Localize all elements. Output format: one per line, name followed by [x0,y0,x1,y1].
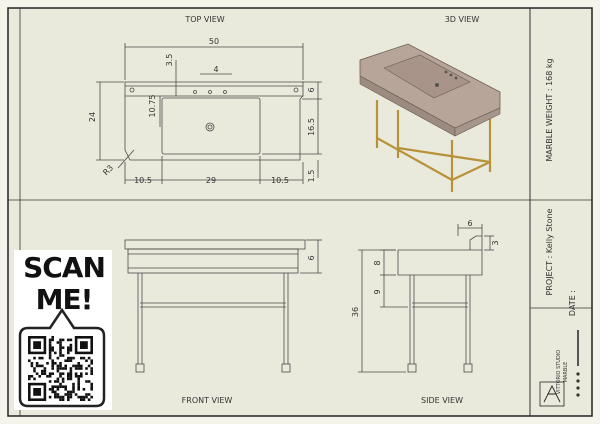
dim-tap-spacing: 4 [213,65,218,74]
qr-speech-frame [18,307,106,408]
dim-bowl-depth: 16.5 [307,118,316,136]
scan-me-label: SCAN ME! [18,252,110,316]
side-view [358,224,494,373]
tap-hole-right [223,90,227,94]
dim-side-top-6: 6 [467,219,472,228]
qr-card [14,250,112,410]
logo-line1: VITTORIO STUDIO [556,350,562,395]
dim-right-6: 6 [307,87,316,92]
3d-bowl [383,54,471,99]
qr-code[interactable] [28,336,93,401]
dim-offset-35: 3.5 [165,54,174,67]
dim-front-height: 6 [307,255,316,260]
top-view [96,43,322,184]
dim-right-105: 10.5 [271,176,289,185]
date-field: DATE : [568,290,577,316]
scan-line1: SCAN [23,251,106,284]
dim-side-total-36: 36 [351,307,360,317]
dim-width: 50 [209,37,219,46]
dim-depth: 24 [88,112,97,122]
front-view [124,239,322,373]
dim-left-105: 10.5 [134,176,152,185]
3d-brass-stand [375,100,492,192]
marble-weight: MARBLE WEIGHT : 168 kg [545,58,554,161]
drain-hole [205,122,215,132]
side-basin-outline [397,235,483,276]
front-view-label: FRONT VIEW [182,396,233,405]
top-view-outline [124,81,304,161]
dim-side-height-8: 8 [373,260,382,265]
dim-side-top-3: 3 [491,240,500,245]
tap-hole-left [193,90,197,94]
side-view-label: SIDE VIEW [421,396,463,405]
top-view-bowl [161,97,261,155]
front-basin-body [127,248,299,274]
tap-hole-center [208,90,212,94]
dim-bottom-15: 1.5 [307,170,316,183]
project-name: PROJECT : Kelly Stone [545,208,554,295]
3d-view [359,43,501,192]
dim-bowl-offset: 10.75 [148,95,157,118]
dim-bowl-width: 29 [206,176,216,185]
3d-view-label: 3D VIEW [445,15,480,24]
top-view-label: TOP VIEW [184,15,224,24]
brand-logo: VITTORIO STUDIO MARBLE [539,330,580,407]
dim-side-height-9: 9 [373,289,382,294]
logo-line2: MARBLE [563,362,569,383]
logo-mark [539,381,565,407]
scan-line2: ME! [35,283,94,316]
